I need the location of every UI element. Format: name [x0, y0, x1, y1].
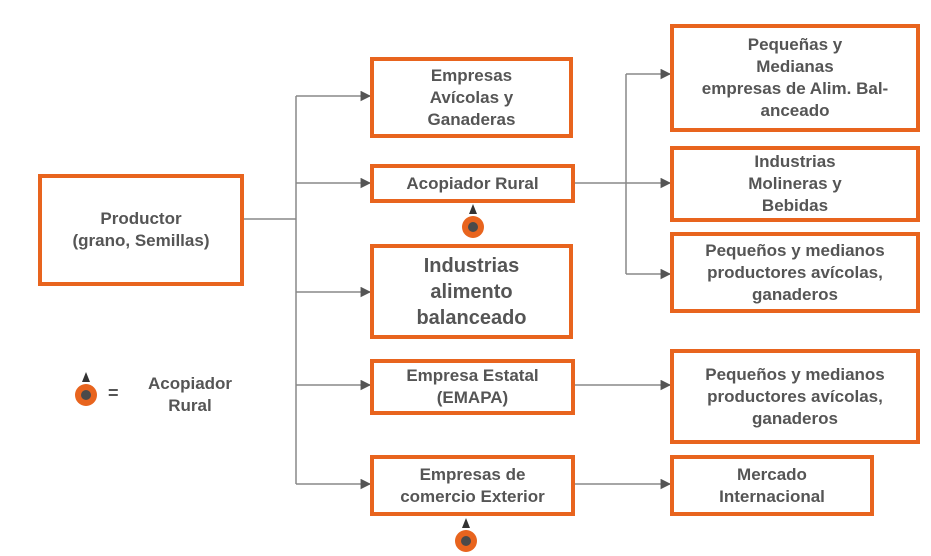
node-productores-avicolas-2: Pequeños y medianos productores avícolas…: [670, 349, 920, 444]
node-pequenas-medianas-empresas: Pequeñas y Medianas empresas de Alim. Ba…: [670, 24, 920, 132]
acopiador-marker-icon: [455, 518, 477, 552]
node-industrias-alimento: Industrias alimento balanceado: [370, 244, 573, 339]
node-industrias-molineras: Industrias Molineras y Bebidas: [670, 146, 920, 222]
node-mercado-internacional: Mercado Internacional: [670, 455, 874, 516]
node-empresa-estatal: Empresa Estatal (EMAPA): [370, 359, 575, 415]
node-acopiador-rural: Acopiador Rural: [370, 164, 575, 203]
legend-marker-icon: [75, 372, 97, 406]
legend-label: Acopiador Rural: [147, 374, 233, 415]
legend-equals: =: [108, 383, 119, 403]
node-productores-avicolas-1: Pequeños y medianos productores avícolas…: [670, 232, 920, 313]
acopiador-marker-icon: [462, 204, 484, 238]
node-productor: Productor (grano, Semillas): [38, 174, 244, 286]
node-empresas-avicolas: Empresas Avícolas y Ganaderas: [370, 57, 573, 138]
node-comercio-exterior: Empresas de comercio Exterior: [370, 455, 575, 516]
